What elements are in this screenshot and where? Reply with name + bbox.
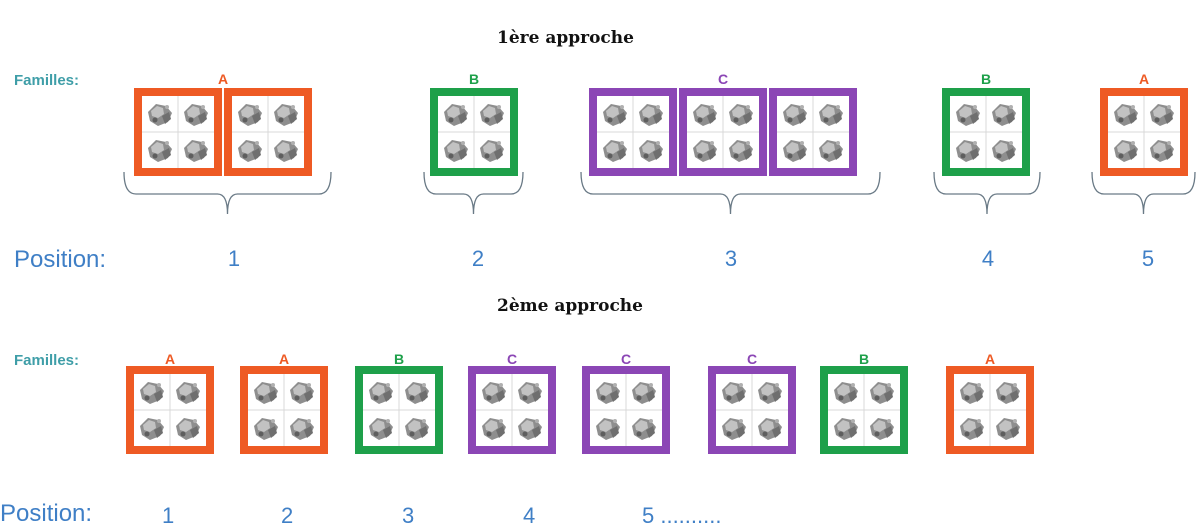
parts-icon bbox=[954, 374, 1026, 446]
parts-icon bbox=[716, 374, 788, 446]
approach2-family-c-box bbox=[468, 366, 556, 454]
approach1-position-number: 5 bbox=[1141, 246, 1155, 271]
approach1-family-c-box bbox=[769, 88, 857, 176]
approach1-position-number: 2 bbox=[471, 246, 485, 271]
approach2-family-b-box bbox=[820, 366, 908, 454]
approach1-family-c-box bbox=[679, 88, 767, 176]
approach1-family-b-box bbox=[430, 88, 518, 176]
approach2-family-letter: A bbox=[278, 351, 290, 367]
approach2-family-a-box bbox=[946, 366, 1034, 454]
approach1-family-b-box bbox=[942, 88, 1030, 176]
approach1-family-a-box bbox=[134, 88, 222, 176]
parts-icon bbox=[950, 96, 1022, 168]
approach2-family-letter: B bbox=[393, 351, 405, 367]
approach1-title: 1ère approche bbox=[497, 28, 634, 48]
approach1-family-letter: B bbox=[980, 71, 992, 87]
approach1-position-label: Position: bbox=[14, 246, 107, 273]
approach2-position-number: 4 bbox=[523, 503, 536, 528]
parts-icon bbox=[142, 96, 214, 168]
approach1-position-number: 4 bbox=[981, 246, 995, 271]
approach2-family-b-box bbox=[355, 366, 443, 454]
brace bbox=[1091, 171, 1196, 215]
approach2-position-number: 2 bbox=[281, 503, 294, 528]
approach1-family-letter: A bbox=[217, 71, 229, 87]
approach2-title: 2ème approche bbox=[497, 296, 643, 316]
approach2-position-number: 3 bbox=[402, 503, 415, 528]
approach2-family-a-box bbox=[126, 366, 214, 454]
approach2-family-c-box bbox=[582, 366, 670, 454]
parts-icon bbox=[597, 96, 669, 168]
approach1-families-label: Familles: bbox=[14, 72, 80, 89]
approach1-position-number: 3 bbox=[724, 246, 738, 271]
approach2-family-letter: B bbox=[858, 351, 870, 367]
brace bbox=[933, 171, 1041, 215]
approach2-family-letter: C bbox=[620, 351, 632, 367]
approach1-position-number: 1 bbox=[227, 246, 241, 271]
approach1-family-c-box bbox=[589, 88, 677, 176]
approach2-position-label: Position: bbox=[0, 500, 93, 527]
approach1-family-letter: B bbox=[468, 71, 480, 87]
approach2-family-letter: A bbox=[164, 351, 176, 367]
approach1-family-letter: C bbox=[717, 71, 729, 87]
approach2-families-label: Familles: bbox=[14, 352, 80, 369]
parts-icon bbox=[438, 96, 510, 168]
parts-icon bbox=[232, 96, 304, 168]
approach2-family-letter: C bbox=[506, 351, 518, 367]
parts-icon bbox=[248, 374, 320, 446]
parts-icon bbox=[134, 374, 206, 446]
brace bbox=[423, 171, 524, 215]
brace bbox=[580, 171, 881, 215]
parts-icon bbox=[363, 374, 435, 446]
parts-icon bbox=[590, 374, 662, 446]
brace bbox=[123, 171, 332, 215]
parts-icon bbox=[687, 96, 759, 168]
parts-icon bbox=[777, 96, 849, 168]
approach1-family-letter: A bbox=[1138, 71, 1150, 87]
approach1-family-a-box bbox=[1100, 88, 1188, 176]
approach2-family-letter: A bbox=[984, 351, 996, 367]
approach2-position-number: 1 bbox=[162, 503, 175, 528]
approach2-family-a-box bbox=[240, 366, 328, 454]
approach1-family-a-box bbox=[224, 88, 312, 176]
parts-icon bbox=[476, 374, 548, 446]
parts-icon bbox=[828, 374, 900, 446]
approach2-position-number: 5 .......... bbox=[642, 503, 722, 528]
parts-icon bbox=[1108, 96, 1180, 168]
approach2-family-letter: C bbox=[746, 351, 758, 367]
approach2-family-c-box bbox=[708, 366, 796, 454]
